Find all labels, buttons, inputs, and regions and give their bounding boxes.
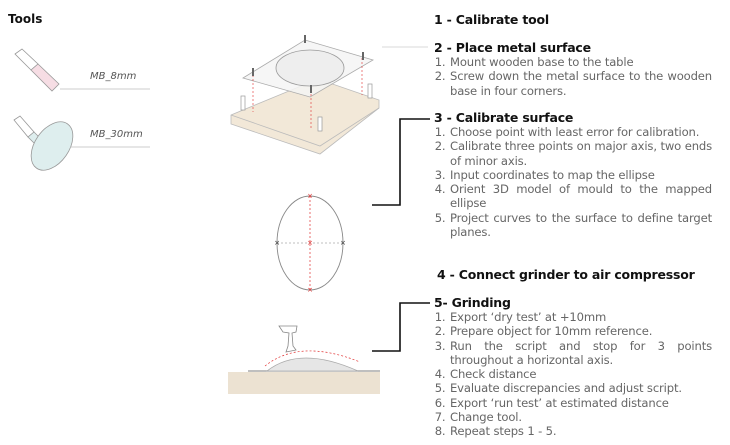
tool-label-mb-30mm: MB_30mm — [90, 129, 143, 140]
list-item: Prepare object for 10mm reference. — [449, 324, 712, 338]
list-item: Project curves to the surface to define … — [449, 211, 712, 240]
mb-8mm-tool-icon — [14, 48, 150, 92]
list-item: Calibrate three points on major axis, tw… — [449, 139, 712, 168]
step-5-heading: 5- Grinding — [434, 295, 511, 310]
svg-text:×: × — [340, 239, 346, 247]
grinding-setup-icon — [228, 325, 380, 394]
metal-surface-assembly-icon — [230, 35, 428, 155]
svg-text:×: × — [307, 192, 313, 200]
mb-30mm-tool-icon — [13, 115, 150, 171]
tools-heading: Tools — [8, 12, 43, 26]
svg-text:×: × — [307, 239, 313, 247]
svg-text:×: × — [274, 239, 280, 247]
step-2-list: Mount wooden base to the table Screw dow… — [432, 55, 712, 98]
step-3-list: Choose point with least error for calibr… — [432, 125, 712, 239]
list-item: Screw down the metal surface to the wood… — [449, 69, 712, 98]
ellipse-calibration-icon: × × × × × — [274, 192, 346, 294]
connector-line — [372, 118, 430, 206]
step-2-heading: 2 - Place metal surface — [434, 40, 591, 55]
list-item: Orient 3D model of mould to the mapped e… — [449, 182, 712, 211]
list-item: Input coordinates to map the ellipse — [449, 168, 712, 182]
list-item: Change tool. — [449, 410, 712, 424]
step-1-heading: 1 - Calibrate tool — [434, 12, 549, 27]
list-item: Evaluate discrepancies and adjust script… — [449, 381, 712, 395]
step-3-heading: 3 - Calibrate surface — [434, 110, 574, 125]
connector-line — [372, 302, 430, 352]
step-5-list: Export ‘dry test’ at +10mm Prepare objec… — [432, 310, 712, 439]
list-item: Repeat steps 1 - 5. — [449, 424, 712, 438]
list-item: Mount wooden base to the table — [449, 55, 712, 69]
list-item: Export ‘dry test’ at +10mm — [449, 310, 712, 324]
tool-label-mb-8mm: MB_8mm — [90, 71, 137, 82]
list-item: Export ‘run test’ at estimated distance — [449, 396, 712, 410]
list-item: Check distance — [449, 367, 712, 381]
svg-text:×: × — [307, 286, 313, 294]
list-item: Run the script and stop for 3 points thr… — [449, 339, 712, 368]
step-4-heading: 4 - Connect grinder to air compressor — [437, 267, 695, 282]
list-item: Choose point with least error for calibr… — [449, 125, 712, 139]
